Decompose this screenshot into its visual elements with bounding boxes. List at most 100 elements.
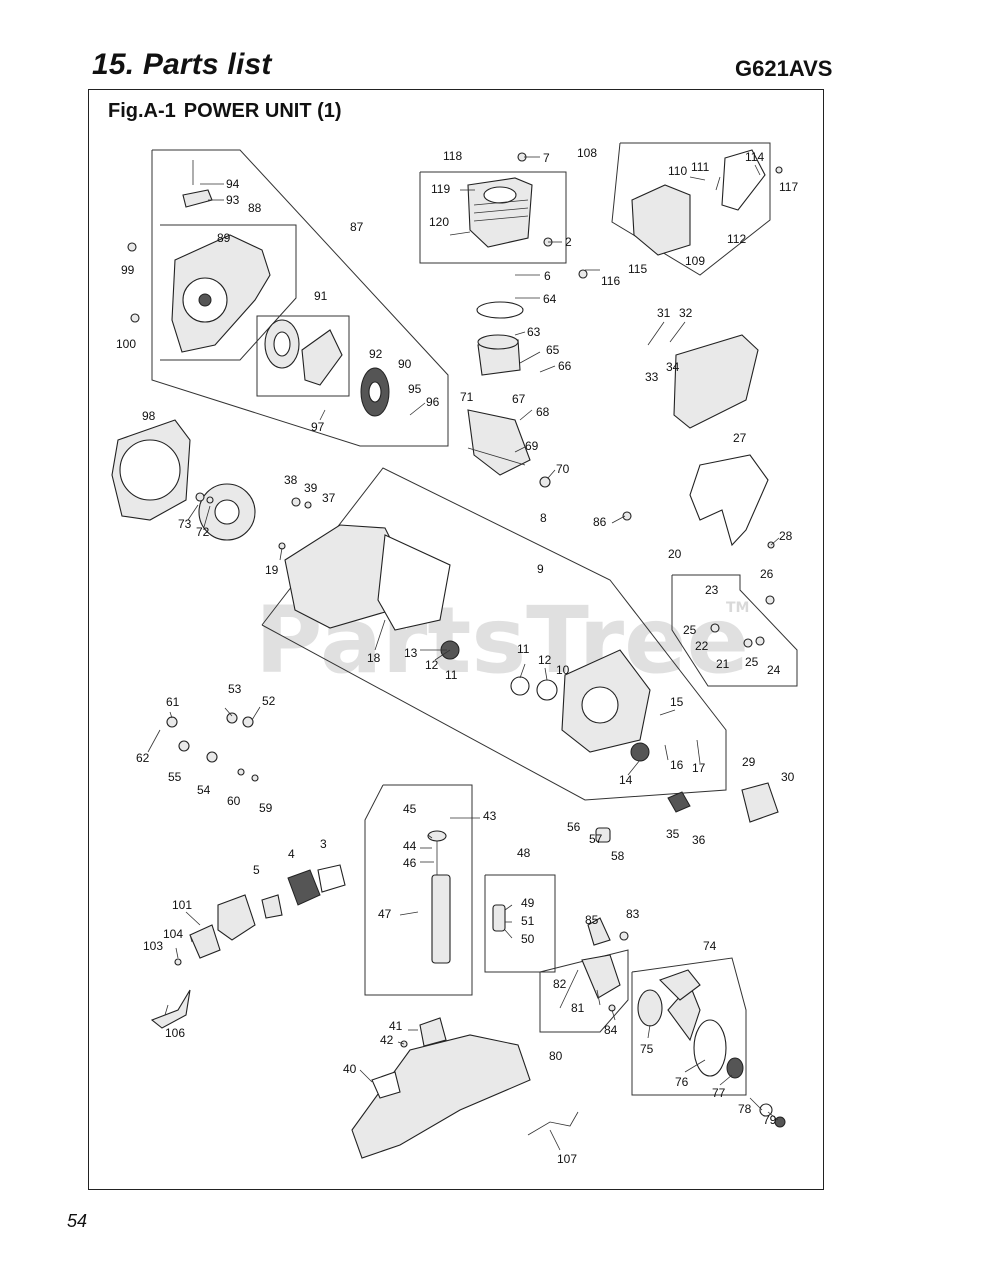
callout-43: 43 (483, 809, 497, 823)
callout-91: 91 (314, 289, 328, 303)
callout-25b: 25 (745, 655, 759, 669)
callout-56: 56 (567, 820, 581, 834)
callout-108: 108 (577, 146, 597, 160)
callout-26: 26 (760, 567, 774, 581)
callout-27: 27 (733, 431, 747, 445)
callout-112: 112 (727, 232, 746, 246)
callout-24: 24 (767, 663, 781, 677)
callout-83: 83 (626, 907, 640, 921)
carburetor-drawing (189, 864, 346, 959)
callout-40: 40 (343, 1062, 357, 1076)
group-outline-20 (671, 574, 798, 687)
callout-21: 21 (716, 657, 730, 671)
callout-28: 28 (779, 529, 793, 543)
callout-63: 63 (527, 325, 541, 339)
callout-4: 4 (288, 847, 295, 861)
callout-54: 54 (197, 783, 211, 797)
fan-housing-drawing (111, 419, 256, 541)
group-outline-43 (364, 784, 473, 996)
callout-80: 80 (549, 1049, 563, 1063)
callout-85: 85 (585, 913, 599, 927)
callout-12a: 12 (538, 653, 552, 667)
callout-35: 35 (666, 827, 680, 841)
callout-90: 90 (398, 357, 412, 371)
small-hardware-drawing (127, 152, 783, 1048)
cylinder-drawing (467, 177, 533, 248)
callout-86: 86 (593, 515, 607, 529)
callout-8: 8 (540, 511, 547, 525)
callout-20: 20 (668, 547, 682, 561)
callout-12b: 12 (425, 658, 439, 672)
callout-labels: 2 3 4 5 6 7 8 9 10 11 11 12 12 13 14 15 … (116, 146, 798, 1166)
callout-70: 70 (556, 462, 570, 476)
oil-pump-drawing (595, 782, 779, 843)
callout-118: 118 (443, 149, 462, 163)
callout-31: 31 (657, 306, 671, 320)
callout-55: 55 (168, 770, 182, 784)
callout-33: 33 (645, 370, 659, 384)
callout-44: 44 (403, 839, 417, 853)
callout-6: 6 (544, 269, 551, 283)
callout-109: 109 (685, 254, 705, 268)
callout-57: 57 (589, 832, 603, 846)
callout-23: 23 (705, 583, 719, 597)
callout-25a: 25 (683, 623, 697, 637)
callout-95: 95 (408, 382, 422, 396)
callout-14: 14 (619, 773, 633, 787)
callout-93: 93 (226, 193, 240, 207)
callout-120: 120 (429, 215, 449, 229)
callout-99: 99 (121, 263, 135, 277)
callout-50: 50 (521, 932, 535, 946)
group-outline-91 (256, 315, 350, 397)
callout-3: 3 (320, 837, 327, 851)
callout-69: 69 (525, 439, 539, 453)
group-outline-8 (261, 467, 727, 801)
callout-100: 100 (116, 337, 136, 351)
callout-71: 71 (460, 390, 474, 404)
callout-19: 19 (265, 563, 279, 577)
callout-68: 68 (536, 405, 550, 419)
watermark-tm: TM (726, 600, 749, 616)
callout-64: 64 (543, 292, 557, 306)
callout-117: 117 (779, 180, 798, 194)
callout-82: 82 (553, 977, 567, 991)
callout-110: 110 (668, 164, 687, 178)
callout-78: 78 (738, 1102, 752, 1116)
fuel-parts-drawing (427, 830, 506, 964)
figure-name: POWER UNIT (1) (183, 100, 342, 122)
callout-16: 16 (670, 758, 684, 772)
callout-94: 94 (226, 177, 240, 191)
callout-84: 84 (604, 1023, 618, 1037)
callout-89: 89 (217, 231, 231, 245)
callout-7: 7 (543, 151, 550, 165)
callout-29: 29 (742, 755, 756, 769)
group-outline-118 (419, 171, 567, 264)
callout-74: 74 (703, 939, 717, 953)
callout-17: 17 (692, 761, 706, 775)
callout-36: 36 (692, 833, 706, 847)
callout-60: 60 (227, 794, 241, 808)
callout-47: 47 (378, 907, 392, 921)
callout-87: 87 (350, 220, 364, 234)
leader-lines (147, 156, 780, 1151)
callout-45: 45 (403, 802, 417, 816)
callout-106: 106 (165, 1026, 185, 1040)
callout-51: 51 (521, 914, 535, 928)
figure-code: Fig.A-1 (108, 100, 176, 122)
callout-34: 34 (666, 360, 680, 374)
callout-92: 92 (369, 347, 383, 361)
callout-75: 75 (640, 1042, 654, 1056)
group-outline-87 (151, 149, 449, 447)
callout-42: 42 (380, 1033, 394, 1047)
figure-title: Fig.A-1 POWER UNIT (1) (108, 100, 342, 123)
callout-37: 37 (322, 491, 336, 505)
oil-pump-assembly-drawing (581, 917, 621, 999)
group-outline-74 (631, 957, 747, 1096)
section-title: 15. Parts list (92, 48, 272, 81)
callout-38: 38 (284, 473, 298, 487)
callout-52: 52 (262, 694, 276, 708)
crankcase-drawing (284, 524, 651, 762)
callout-116: 116 (601, 274, 620, 288)
callout-88: 88 (248, 201, 262, 215)
callout-30: 30 (781, 770, 795, 784)
